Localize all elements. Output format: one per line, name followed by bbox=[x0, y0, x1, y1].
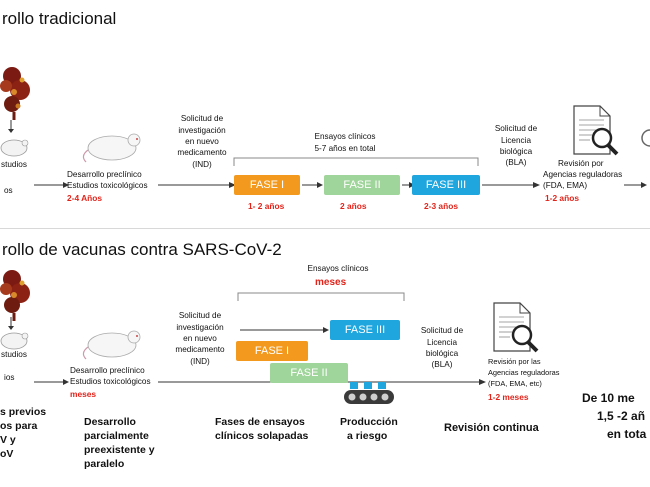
mouse-icon bbox=[82, 330, 141, 360]
arrow-right-icon bbox=[34, 182, 69, 188]
arrow-down-icon bbox=[8, 120, 14, 133]
preclinical-line2: Estudios toxicológicos bbox=[67, 181, 148, 190]
phase1-box: FASE I bbox=[234, 175, 300, 195]
sars-preclinical-time: meses bbox=[70, 389, 97, 399]
bottom-col2-line4: paralelo bbox=[84, 458, 125, 470]
arrow-right-icon bbox=[624, 182, 647, 188]
phase3-box: FASE III bbox=[412, 175, 480, 195]
review-line2: Agencias reguladoras bbox=[543, 170, 623, 179]
bottom-col2-line3: preexistente y bbox=[84, 444, 155, 456]
trials-line1: Ensayos clínicos bbox=[314, 132, 376, 141]
trials-bracket bbox=[233, 157, 479, 166]
partial-icon bbox=[641, 129, 650, 147]
sars-title: rollo de vacunas contra SARS-CoV-2 bbox=[2, 240, 282, 259]
conveyor-icon bbox=[344, 382, 394, 404]
total-line2: 1,5 -2 añ bbox=[597, 409, 646, 423]
document-magnifier-icon bbox=[493, 302, 539, 353]
sars-phase1-box: FASE I bbox=[236, 341, 308, 361]
bottom-col2-line2: parcialmente bbox=[84, 430, 149, 442]
virus-icon bbox=[0, 67, 30, 120]
arrow-right-icon bbox=[34, 379, 69, 385]
ind-line1: Solicitud de bbox=[180, 114, 224, 123]
trials-bracket bbox=[237, 292, 405, 301]
bottom-col5: Revisión continua bbox=[444, 422, 539, 434]
review-line1: Revisión por bbox=[558, 159, 604, 168]
total-line3: en tota bbox=[607, 427, 647, 441]
bla-line3: biológica bbox=[499, 147, 533, 156]
arrow-down-icon bbox=[8, 317, 14, 330]
bottom-col1-line2: os para bbox=[0, 420, 38, 432]
ind-line2: investigación bbox=[178, 126, 226, 135]
mouse-icon bbox=[0, 332, 29, 350]
sars-review-time: 1-2 meses bbox=[488, 392, 529, 402]
bla-line2: Licencia bbox=[500, 136, 532, 145]
arrow-right-icon bbox=[158, 182, 236, 188]
sars-review-line3: (FDA, EMA, etc) bbox=[488, 379, 542, 388]
preclinical-line1: Desarrollo preclínico bbox=[67, 170, 142, 179]
ind-line4: medicamento bbox=[177, 148, 227, 157]
virus-icon bbox=[0, 270, 30, 321]
sars-phase3-box: FASE III bbox=[330, 320, 400, 340]
sars-ind-line2: investigación bbox=[176, 323, 224, 332]
bottom-col4-line1: Producción bbox=[340, 416, 398, 428]
bottom-col1-line1: s previos bbox=[0, 406, 47, 418]
phase2-time: 2 años bbox=[340, 201, 367, 211]
arrow-right-icon bbox=[482, 182, 540, 188]
sars-phase2-box: FASE II bbox=[270, 363, 348, 383]
bla-line1: Solicitud de bbox=[494, 124, 538, 133]
sars-ind-line4: medicamento bbox=[175, 345, 225, 354]
total-line1: De 10 me bbox=[582, 391, 635, 405]
preclinical-time: 2-4 Años bbox=[67, 193, 103, 203]
sars-ind-line5: (IND) bbox=[190, 357, 210, 366]
sars-trials-time: meses bbox=[315, 277, 347, 288]
sars-ind-line3: en nuevo bbox=[183, 334, 217, 343]
traditional-panel: rollo tradicional studios os Desarrollo … bbox=[0, 0, 650, 229]
studies-line2: os bbox=[4, 186, 13, 195]
review-line3: (FDA, EMA) bbox=[543, 181, 588, 190]
sars-review-line1: Revisión por las bbox=[488, 357, 541, 366]
bla-line4: (BLA) bbox=[505, 158, 527, 167]
studies-line1: studios bbox=[1, 160, 27, 169]
sars-studies-line1: studios bbox=[1, 350, 27, 359]
ind-line5: (IND) bbox=[192, 160, 212, 169]
sars-preclinical-line1: Desarrollo preclínico bbox=[70, 366, 145, 375]
mouse-icon bbox=[0, 139, 29, 157]
traditional-title: rollo tradicional bbox=[2, 9, 117, 28]
arrow-right-icon bbox=[240, 327, 329, 333]
arrow-right-icon bbox=[302, 182, 323, 188]
sars-trials-label: Ensayos clínicos bbox=[307, 264, 369, 273]
ind-line3: en nuevo bbox=[185, 137, 219, 146]
bottom-col2-line1: Desarrollo bbox=[84, 416, 136, 428]
sars-bla-line2: Licencia bbox=[426, 338, 458, 347]
sars-ind-line1: Solicitud de bbox=[178, 311, 222, 320]
sars-preclinical-line2: Estudios toxicológicos bbox=[70, 377, 151, 386]
sars-panel: rollo de vacunas contra SARS-CoV-2 Ensay… bbox=[0, 229, 650, 487]
bottom-col3-line1: Fases de ensayos bbox=[215, 416, 305, 428]
bottom-col1-line4: oV bbox=[0, 448, 14, 460]
bottom-col3-line2: clínicos solapadas bbox=[215, 430, 309, 442]
review-time: 1-2 años bbox=[545, 193, 579, 203]
bottom-col4-line2: a riesgo bbox=[347, 430, 388, 442]
phase1-time: 1- 2 años bbox=[248, 201, 285, 211]
phase3-time: 2-3 años bbox=[424, 201, 458, 211]
sars-studies-line2: ios bbox=[4, 373, 15, 382]
bottom-col1-line3: V y bbox=[0, 434, 16, 446]
sars-bla-line4: (BLA) bbox=[431, 360, 453, 369]
phase2-box: FASE II bbox=[324, 175, 400, 195]
sars-bla-line1: Solicitud de bbox=[420, 326, 464, 335]
sars-review-line2: Agencias reguladoras bbox=[488, 368, 560, 377]
document-magnifier-icon bbox=[573, 105, 619, 156]
mouse-icon bbox=[82, 133, 141, 163]
trials-line2: 5-7 años en total bbox=[314, 144, 376, 153]
sars-bla-line3: biológica bbox=[425, 349, 459, 358]
